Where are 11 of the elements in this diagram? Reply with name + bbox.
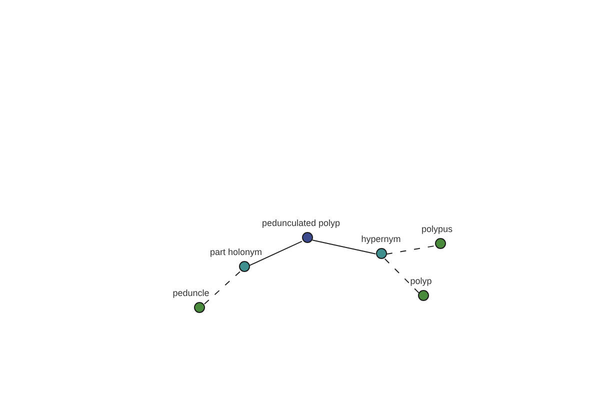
dashed-line [384, 258, 420, 294]
connector-line [312, 240, 376, 254]
node-label: polyp [409, 276, 433, 286]
node-label: hypernym [360, 234, 402, 244]
node-label: part holonym [208, 246, 264, 258]
connector-line [248, 240, 302, 266]
dashed-line [386, 245, 436, 255]
node-label: pedunculated polyp [260, 218, 342, 228]
dashed-line [202, 271, 240, 306]
node-label: polypus [420, 224, 454, 234]
node-label: peduncle [172, 288, 210, 298]
